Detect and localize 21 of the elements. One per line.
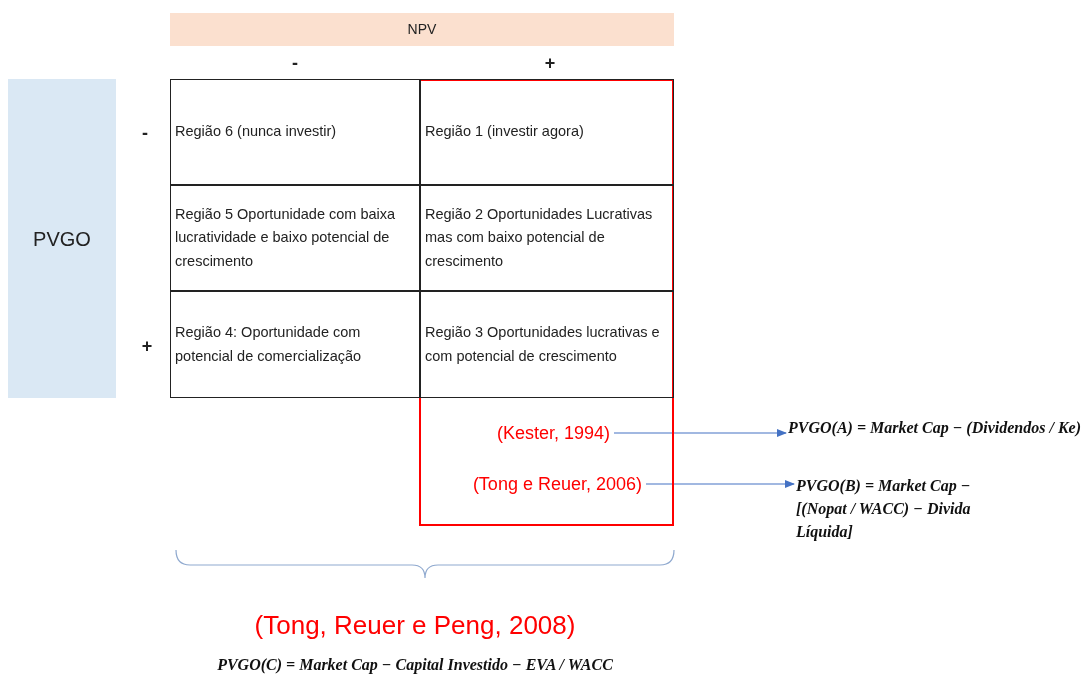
- highlight-frame: [419, 79, 674, 526]
- sign-label: -: [141, 122, 149, 144]
- header-band: NPV: [170, 13, 674, 46]
- citation-text: (Tong e Reuer, 2006): [432, 470, 642, 498]
- arrow: [645, 480, 795, 488]
- matrix-cell: Região 1 (investir agora): [420, 79, 674, 185]
- formula-text: PVGO(A) = Market Cap − (Dividendos / Ke): [788, 416, 1086, 450]
- formula-text: PVGO(B) = Market Cap − [(Nopat / WACC) − Divida Líquida]: [796, 474, 996, 564]
- matrix-cell: Região 2 Oportunidades Lucrativas mas com baixo potencial de crescimento: [420, 185, 674, 291]
- citation-text: (Kester, 1994): [465, 419, 610, 447]
- matrix-cell: Região 5 Oportunidade com baixa lucratividade e baixo potencial de crescimento: [170, 185, 420, 291]
- citation-text: (Tong, Reuer e Peng, 2008): [253, 608, 577, 642]
- matrix-cell: Região 4: Oportunidade com potencial de comercialização: [170, 291, 420, 398]
- sign-label: -: [291, 52, 299, 74]
- matrix-cell: Região 6 (nunca investir): [170, 79, 420, 185]
- sign-label: +: [543, 52, 557, 74]
- arrow: [613, 429, 787, 437]
- matrix-cell: Região 3 Oportunidades lucrativas e com potencial de crescimento: [420, 291, 674, 398]
- formula-text: PVGO(C) = Market Cap − Capital Investido − EVA / WACC: [216, 655, 614, 676]
- header-band: PVGO: [8, 79, 116, 398]
- sign-label: +: [140, 335, 154, 357]
